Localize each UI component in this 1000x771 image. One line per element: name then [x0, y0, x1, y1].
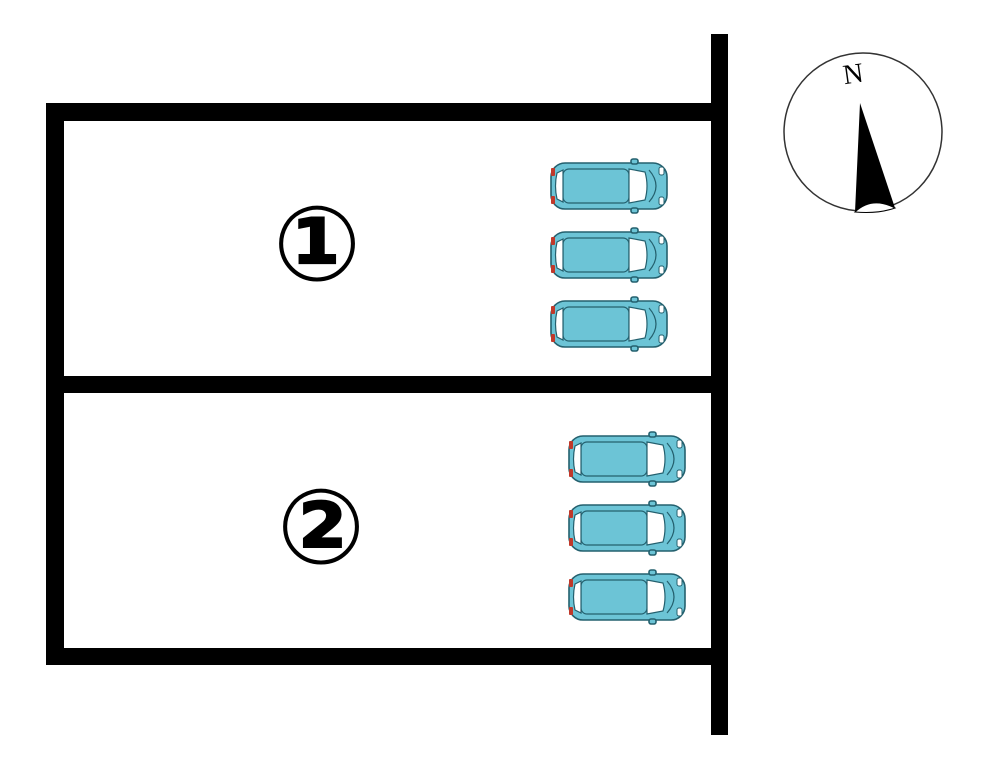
wall-right: [711, 34, 728, 735]
north-arrow-icon: [853, 103, 897, 213]
wall-top: [46, 103, 726, 121]
car-topview-icon: [568, 569, 686, 625]
car-topview-icon: [550, 158, 668, 214]
plot-walls: [46, 34, 728, 735]
compass: N: [783, 52, 943, 213]
plot-1-label: ①: [273, 183, 361, 305]
plot-2-parking: [568, 431, 686, 625]
plot-2: ②: [277, 431, 686, 625]
wall-bottom: [46, 648, 726, 665]
car-topview-icon: [550, 296, 668, 352]
compass-north-label: N: [841, 58, 865, 92]
car-topview-icon: [568, 500, 686, 556]
plot-2-label: ②: [277, 466, 365, 588]
car-topview-icon: [568, 431, 686, 487]
wall-divider: [46, 376, 726, 393]
plot-1: ①: [273, 158, 668, 352]
plot-1-parking: [550, 158, 668, 352]
car-topview-icon: [550, 227, 668, 283]
